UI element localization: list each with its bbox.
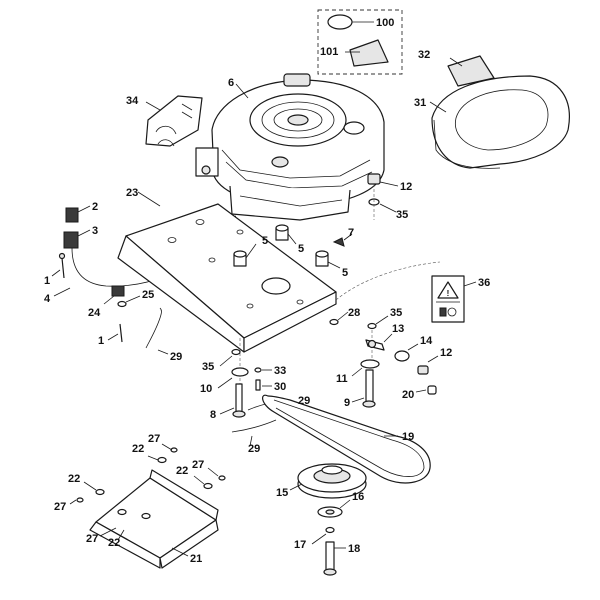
part-29c-cable — [231, 419, 277, 433]
part-27b-screw — [218, 475, 226, 481]
callout-100: 100 — [376, 17, 394, 29]
callout-35: 35 — [396, 209, 408, 221]
callout-22d: 22 — [108, 537, 120, 549]
callout-17: 17 — [294, 539, 306, 551]
part-35c-washer — [367, 322, 377, 330]
callout-22a: 22 — [132, 443, 144, 455]
part-18-bolt — [325, 541, 335, 573]
callout-13: 13 — [392, 323, 404, 335]
part-12-nut — [367, 173, 381, 185]
part-36-warning-decal: ! — [431, 275, 465, 323]
callout-18: 18 — [348, 543, 360, 555]
callout-12b: 12 — [440, 347, 452, 359]
part-20-nut — [427, 385, 437, 395]
callout-1: 1 — [44, 275, 50, 287]
callout-25: 25 — [142, 289, 154, 301]
part-2-connector — [65, 207, 79, 223]
part-24-connector — [111, 285, 125, 297]
callout-27d: 27 — [86, 533, 98, 545]
part-23-plate — [117, 203, 337, 353]
callout-31: 31 — [414, 97, 426, 109]
callout-8: 8 — [210, 409, 216, 421]
part-14-washer — [394, 350, 410, 362]
callout-32: 32 — [418, 49, 430, 61]
part-27c-screw — [76, 497, 84, 503]
callout-5b: 5 — [298, 243, 304, 255]
callout-27b: 27 — [192, 459, 204, 471]
part-28-nut — [329, 318, 339, 326]
callout-29b: 29 — [298, 395, 310, 407]
part-8-bolt — [235, 383, 243, 415]
part-22-nut — [157, 456, 167, 464]
part-30-screw — [255, 379, 261, 391]
part-22b-nut — [203, 482, 213, 490]
callout-14: 14 — [420, 335, 433, 347]
part-31-housing — [431, 75, 570, 169]
callout-7: 7 — [348, 227, 354, 239]
callout-29c: 29 — [248, 443, 260, 455]
callout-19: 19 — [402, 431, 414, 443]
part-11-washer — [360, 359, 380, 369]
part-34-bracket — [145, 95, 203, 147]
part-29-cable — [145, 307, 162, 349]
callout-35b: 35 — [390, 307, 402, 319]
part-19-belt — [262, 394, 431, 484]
callout-5a: 5 — [262, 235, 268, 247]
callout-3: 3 — [92, 225, 98, 237]
callout-2: 2 — [92, 201, 98, 213]
part-12b-nut — [417, 365, 429, 375]
part-21-guard — [89, 469, 219, 569]
callout-10: 10 — [200, 383, 212, 395]
callout-22b: 22 — [176, 465, 188, 477]
part-35b-washer — [231, 348, 241, 356]
callout-101: 101 — [320, 46, 338, 58]
svg-text:!: ! — [447, 289, 450, 298]
part-5-spacers — [233, 224, 329, 267]
callout-16: 16 — [352, 491, 364, 503]
callout-20: 20 — [402, 389, 414, 401]
callout-6: 6 — [228, 77, 234, 89]
callout-34: 34 — [126, 95, 139, 107]
part-27-screw — [170, 447, 178, 453]
part-9-bolt — [365, 369, 374, 403]
part-7-clip — [332, 237, 345, 247]
callout-11: 11 — [336, 373, 348, 385]
kit-group-box — [317, 9, 403, 75]
part-17-washer — [325, 526, 335, 534]
callout-15: 15 — [276, 487, 288, 499]
callout-9: 9 — [344, 397, 350, 409]
part-22c-nut — [95, 488, 105, 496]
part-6-engine — [195, 73, 385, 221]
part-25-washer — [117, 300, 127, 308]
part-1-screw — [61, 257, 65, 279]
callout-28: 28 — [348, 307, 360, 319]
part-10-washer — [231, 367, 249, 377]
callout-21: 21 — [190, 553, 202, 565]
callout-33: 33 — [274, 365, 286, 377]
callout-35c: 35 — [202, 361, 214, 373]
callout-4: 4 — [44, 293, 51, 305]
callout-29a: 29 — [170, 351, 182, 363]
callout-27c: 27 — [54, 501, 66, 513]
part-100-filter-disc — [327, 14, 353, 30]
callout-27a: 27 — [148, 433, 160, 445]
callout-23: 23 — [126, 187, 138, 199]
part-15-pulley — [297, 463, 367, 499]
callout-5c: 5 — [342, 267, 348, 279]
part-3-connector — [63, 231, 79, 249]
callout-12: 12 — [400, 181, 412, 193]
callout-22c: 22 — [68, 473, 80, 485]
callout-1b: 1 — [98, 335, 104, 347]
callout-36: 36 — [478, 277, 490, 289]
callout-30: 30 — [274, 381, 286, 393]
part-101-filter-pad — [349, 39, 389, 67]
callout-24: 24 — [88, 307, 101, 319]
part-1b-screw — [119, 323, 123, 343]
part-32-pad — [447, 55, 495, 87]
part-33-washer — [254, 367, 262, 373]
